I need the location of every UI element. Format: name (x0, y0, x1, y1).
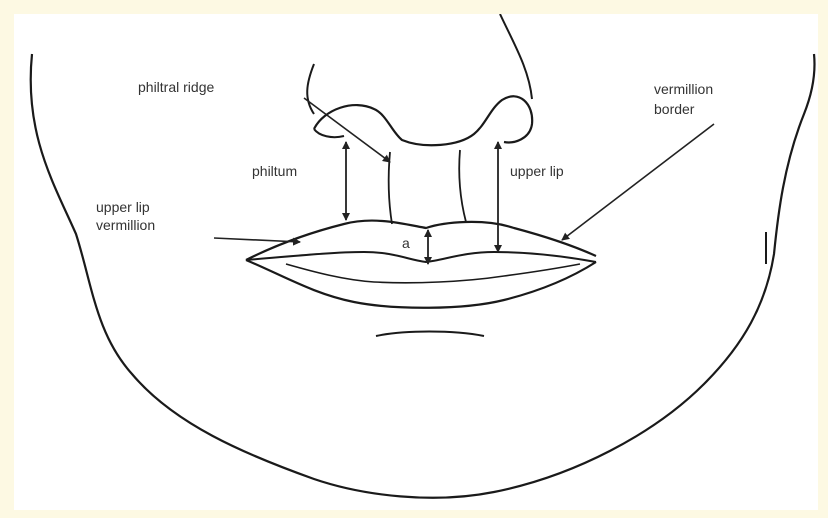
philtral-ridge-right (459, 150, 466, 222)
upper-lip-vermillion-label-line2: vermillion (96, 216, 155, 234)
nose-left-side (307, 64, 314, 114)
vermillion-border-leader (562, 124, 714, 240)
a-label: a (402, 234, 410, 252)
nose-base (314, 96, 532, 145)
face-contour (31, 54, 815, 498)
diagram-canvas: philtral ridge philtum upper lip vermill… (14, 14, 818, 510)
nostril-left (314, 129, 344, 137)
philtrum-label: philtum (252, 162, 297, 180)
upper-lip-vermillion-label-line1: upper lip (96, 198, 150, 216)
chin-crease (376, 332, 484, 337)
nose-right-side (500, 14, 532, 99)
vermillion-border-label-line1: vermillion (654, 80, 713, 98)
upper-lip-label: upper lip (510, 162, 564, 180)
vermillion-border-label-line2: border (654, 100, 694, 118)
upper-lip-vermillion-leader (214, 238, 300, 242)
philtral-ridge-leader (304, 98, 390, 162)
philtral-ridge-label: philtral ridge (138, 78, 214, 96)
lower-lip-inner (286, 264, 580, 283)
philtral-ridge-left (389, 152, 392, 224)
mouth-line (246, 252, 596, 262)
